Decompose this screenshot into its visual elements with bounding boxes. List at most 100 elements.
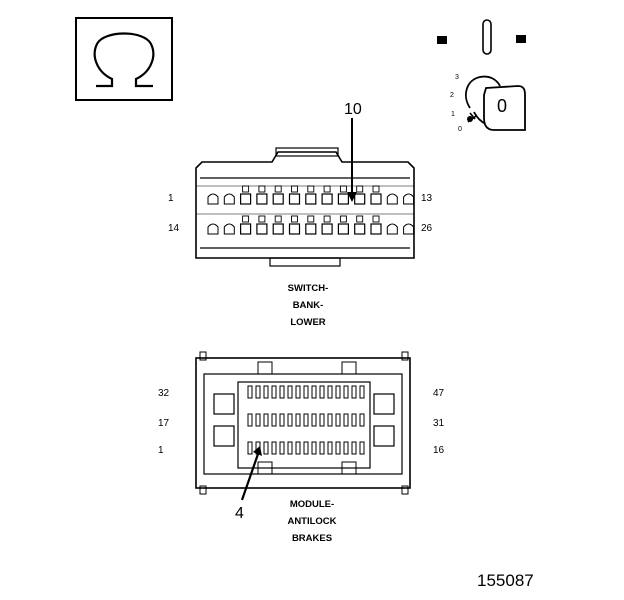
pin-cavity [271, 385, 277, 399]
pin-latch [307, 215, 315, 223]
pin-latch [258, 185, 266, 193]
upper-connector-caption: SWITCH- BANK- LOWER [263, 280, 353, 331]
pin-cavity [295, 413, 301, 427]
pin-cavity [263, 413, 269, 427]
upper-connector [195, 118, 415, 267]
pin-latch [242, 185, 250, 193]
lower-connector-caption: MODULE- ANTILOCK BRAKES [267, 496, 357, 547]
pin-cavity [327, 385, 333, 399]
pin-cavity [207, 193, 219, 205]
pin-cavity [403, 193, 415, 205]
pin-latch [307, 185, 315, 193]
pin-cavity [354, 223, 366, 235]
pin-cavity [343, 441, 349, 455]
pin-cavity [207, 223, 219, 235]
upper-pin-label-14: 14 [168, 223, 180, 234]
pin-latch [291, 185, 298, 193]
caption-line-3: LOWER [290, 317, 326, 328]
pin-cavity [311, 441, 317, 455]
pin-cavity [351, 385, 357, 399]
pin-cavity [303, 413, 309, 427]
pin-cavity [272, 193, 284, 205]
pin-cavity [351, 413, 357, 427]
pin-cavity [305, 193, 317, 205]
pin-cavity [247, 385, 253, 399]
pin-cavity [337, 193, 349, 205]
pin-latch [242, 215, 250, 223]
caption-line-1: MODULE- [289, 499, 335, 510]
pin-latch [339, 215, 347, 223]
ignition-position-2: 2 [450, 92, 454, 99]
upper-callout-number: 10 [344, 101, 362, 118]
key-label: 0 [497, 96, 508, 116]
upper-pin-label-26: 26 [421, 223, 433, 234]
pin-cavity [223, 193, 235, 205]
pin-latch [258, 215, 266, 223]
pin-cavity [359, 441, 365, 455]
pin-cavity [337, 223, 349, 235]
lower-callout-number: 4 [235, 505, 244, 522]
pin-cavity [354, 193, 366, 205]
pin-cavity [335, 441, 341, 455]
pin-cavity [335, 413, 341, 427]
pin-cavity [359, 413, 365, 427]
pin-cavity [305, 223, 317, 235]
pin-cavity [386, 223, 398, 235]
caption-line-2: BANK- [292, 300, 324, 311]
pin-latch [323, 215, 331, 223]
pin-cavity [303, 441, 309, 455]
ignition-key-symbol [437, 19, 526, 131]
figure-number: 155087 [477, 571, 534, 590]
pin-cavity [311, 413, 317, 427]
caption-line-3: BRAKES [291, 533, 333, 544]
pin-cavity [288, 193, 301, 205]
pin-cavity [386, 193, 398, 205]
pin-latch [339, 185, 347, 193]
lower-connector [195, 351, 411, 501]
ohmmeter-symbol [75, 17, 173, 101]
caption-line-2: ANTILOCK [287, 516, 337, 527]
pin-cavity [343, 385, 349, 399]
pin-cavity [279, 413, 285, 427]
pin-cavity [287, 413, 293, 427]
pin-cavity [223, 223, 235, 235]
pin-cavity [319, 385, 325, 399]
lower-pin-label-17: 17 [158, 418, 170, 429]
pin-cavity [255, 413, 261, 427]
pin-cavity [240, 223, 252, 235]
pin-cavity [247, 441, 253, 455]
pin-cavity [295, 441, 301, 455]
pin-cavity [335, 385, 341, 399]
pin-cavity [321, 193, 333, 205]
pin-cavity [247, 413, 253, 427]
pin-cavity [271, 441, 277, 455]
pin-cavity [287, 385, 293, 399]
caption-line-1: SWITCH- [287, 283, 329, 294]
pin-latch [274, 215, 282, 223]
pin-cavity [359, 385, 365, 399]
pin-cavity [256, 223, 268, 235]
upper-pin-cavities [207, 185, 415, 235]
pin-cavity [255, 385, 261, 399]
pin-cavity [351, 441, 357, 455]
pin-cavity [272, 223, 284, 235]
pin-cavity [263, 441, 269, 455]
pin-cavity [327, 413, 333, 427]
pin-cavity [319, 413, 325, 427]
pin-cavity [295, 385, 301, 399]
pin-latch [323, 185, 331, 193]
lower-pin-label-47: 47 [433, 388, 445, 399]
pin-cavity [303, 385, 309, 399]
pin-cavity [319, 441, 325, 455]
upper-pin-label-13: 13 [421, 193, 433, 204]
lower-pin-label-1: 1 [158, 445, 164, 456]
pin-cavity [279, 441, 285, 455]
pin-latch [274, 185, 282, 193]
pin-latch [372, 215, 380, 223]
lower-pin-label-31: 31 [433, 418, 445, 429]
lower-pin-label-16: 16 [433, 445, 445, 456]
ignition-position-0: 0 [458, 126, 462, 133]
pin-cavity [279, 385, 285, 399]
pin-cavity [311, 385, 317, 399]
